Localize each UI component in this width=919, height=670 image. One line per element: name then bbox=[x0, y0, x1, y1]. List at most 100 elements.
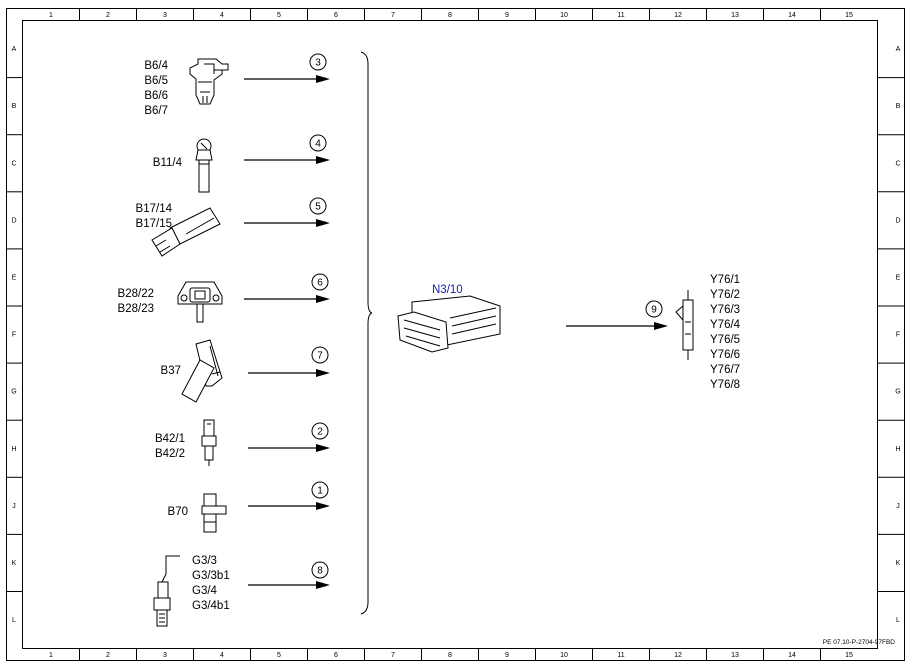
component-label: G3/3b1 bbox=[192, 570, 230, 582]
grid-row-label: B bbox=[12, 103, 17, 110]
arrow-head bbox=[316, 502, 330, 510]
injector-label: Y76/7 bbox=[710, 364, 740, 376]
signal-number-circle bbox=[309, 197, 327, 215]
grid-row-label: J bbox=[896, 503, 900, 510]
grid-row-label: F bbox=[896, 332, 900, 339]
injector-label: Y76/2 bbox=[710, 289, 740, 301]
injector-label: Y76/3 bbox=[710, 304, 740, 316]
arrow-head bbox=[316, 369, 330, 377]
arrow-head bbox=[316, 75, 330, 83]
grid-col-label: 13 bbox=[731, 652, 739, 659]
component-label: B42/2 bbox=[155, 448, 185, 460]
arrow-head bbox=[316, 156, 330, 164]
component-label: G3/4b1 bbox=[192, 600, 230, 612]
ecu-icon bbox=[397, 295, 501, 353]
arrow-head bbox=[316, 444, 330, 452]
injector-label: Y76/4 bbox=[710, 319, 741, 331]
component-label: B6/6 bbox=[144, 90, 168, 102]
grid-col-label: 12 bbox=[674, 652, 682, 659]
component-label: B17/14 bbox=[136, 203, 173, 215]
signal-number: 9 bbox=[651, 305, 657, 316]
grid-col-label: 3 bbox=[163, 12, 167, 19]
grid-row-label: C bbox=[11, 160, 16, 167]
grid-col-label: 2 bbox=[106, 12, 110, 19]
component-label: B11/4 bbox=[153, 157, 183, 169]
grid-col-label: 5 bbox=[277, 652, 281, 659]
signal-number-circle bbox=[309, 134, 327, 152]
signal-number: 5 bbox=[315, 202, 321, 213]
grid-col-label: 6 bbox=[334, 652, 338, 659]
injector-label: Y76/8 bbox=[710, 379, 740, 391]
arrow-head bbox=[654, 322, 668, 330]
grid-col-label: 15 bbox=[845, 652, 853, 659]
grid-row-label: A bbox=[896, 46, 901, 53]
signal-number: 6 bbox=[317, 278, 323, 289]
grid-col-label: 13 bbox=[731, 12, 739, 19]
intake-air-temp-sensor-icon bbox=[151, 207, 221, 257]
accelerator-pedal-sensor-icon bbox=[181, 339, 223, 403]
component-label: B6/4 bbox=[144, 60, 168, 72]
grid-row-label: H bbox=[895, 446, 900, 453]
signal-number: 1 bbox=[317, 486, 323, 497]
grid-col-label: 9 bbox=[505, 652, 509, 659]
grid-col-label: 5 bbox=[277, 12, 281, 19]
grid-row-label: K bbox=[896, 560, 901, 567]
grid-col-label: 10 bbox=[560, 12, 568, 19]
component-label: B28/22 bbox=[118, 288, 154, 300]
grid-col-label: 15 bbox=[845, 12, 853, 19]
grid-col-label: 12 bbox=[674, 12, 682, 19]
grid-row-label: K bbox=[12, 560, 17, 567]
signal-number: 4 bbox=[315, 139, 321, 150]
injector-label: Y76/5 bbox=[710, 334, 740, 346]
component-label: B70 bbox=[168, 506, 188, 518]
injector-label: Y76/1 bbox=[710, 274, 740, 286]
component-temp-sensor: B11/4 bbox=[153, 157, 183, 169]
oxygen-sensor-icon bbox=[153, 555, 180, 627]
grid-col-label: 3 bbox=[163, 652, 167, 659]
inner-frame bbox=[22, 20, 878, 649]
grid-labels: 1122334455667788991010111112121313141415… bbox=[11, 12, 900, 659]
grid-row-label: C bbox=[895, 160, 900, 167]
exhaust-temp-sensor-icon bbox=[201, 419, 217, 466]
signal-number: 8 bbox=[317, 566, 323, 577]
crankshaft-sensor-icon bbox=[201, 493, 227, 533]
ecu-label: N3/10 bbox=[432, 284, 463, 296]
injector-label: Y76/6 bbox=[710, 349, 740, 361]
grid-col-label: 1 bbox=[49, 652, 53, 659]
component-labels: B6/4B6/5B6/6B6/7B11/4B17/14B17/15B28/22B… bbox=[118, 60, 741, 612]
component-crank-sensor: B70 bbox=[168, 506, 188, 518]
grid-row-label: L bbox=[896, 617, 900, 624]
grid-col-label: 1 bbox=[49, 12, 53, 19]
component-label: B28/23 bbox=[118, 303, 154, 315]
grid-col-label: 14 bbox=[788, 652, 796, 659]
component-label: B6/5 bbox=[144, 75, 168, 87]
arrow-head bbox=[316, 581, 330, 589]
grid-row-label: F bbox=[12, 332, 16, 339]
grid-ticks bbox=[6, 8, 905, 661]
grid-row-label: G bbox=[11, 389, 16, 396]
grid-row-label: D bbox=[895, 217, 900, 224]
grid-col-label: 2 bbox=[106, 652, 110, 659]
component-label: B6/7 bbox=[144, 105, 168, 117]
grid-col-label: 7 bbox=[391, 12, 395, 19]
arrow-head bbox=[316, 219, 330, 227]
signal-number: 3 bbox=[315, 58, 321, 69]
input-brace bbox=[360, 51, 373, 615]
grid-col-label: 11 bbox=[617, 12, 624, 19]
grid-row-label: G bbox=[895, 389, 900, 396]
grid-row-label: E bbox=[12, 274, 17, 281]
grid-col-label: 6 bbox=[334, 12, 338, 19]
grid-col-label: 7 bbox=[391, 652, 395, 659]
signal-number-circle bbox=[311, 346, 329, 364]
pressure-sensor-icon bbox=[177, 281, 223, 323]
component-label: G3/3 bbox=[192, 555, 217, 567]
grid-col-label: 9 bbox=[505, 12, 509, 19]
signal-number-circle bbox=[309, 53, 327, 71]
grid-row-label: D bbox=[11, 217, 16, 224]
